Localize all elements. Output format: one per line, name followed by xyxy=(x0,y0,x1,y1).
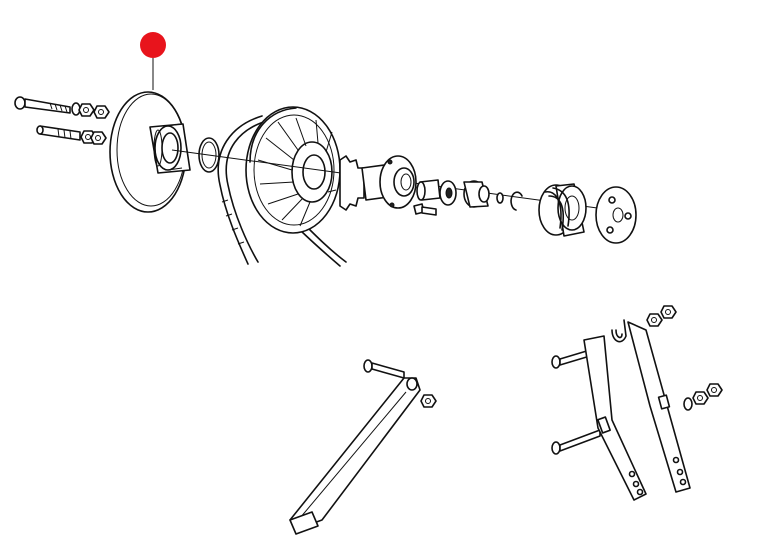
pulley-half-disc[interactable] xyxy=(109,91,191,213)
nut-hex-4[interactable] xyxy=(90,131,107,145)
washer-bracket[interactable] xyxy=(683,397,693,411)
lever-arm[interactable] xyxy=(289,377,421,535)
nut-lever[interactable] xyxy=(420,394,437,408)
bracket-arm-left[interactable] xyxy=(583,335,647,501)
bearing[interactable] xyxy=(439,180,457,206)
nut-hex-1[interactable] xyxy=(78,103,95,117)
gear-shaft[interactable] xyxy=(339,155,417,211)
shaft-stud[interactable] xyxy=(36,125,81,141)
cover-disc[interactable] xyxy=(595,186,637,244)
bracket-arm-right[interactable] xyxy=(627,321,691,493)
cup-bushing[interactable] xyxy=(463,180,490,208)
circlip[interactable] xyxy=(510,191,523,211)
nut-bracket-4[interactable] xyxy=(706,383,723,397)
bolt-bracket-lower[interactable] xyxy=(551,429,601,455)
small-washer[interactable] xyxy=(496,192,504,204)
spring-clutch-drum[interactable] xyxy=(538,183,587,237)
bolt-lever[interactable] xyxy=(363,359,405,379)
bushing-sleeve[interactable] xyxy=(416,179,441,201)
callout-marker[interactable] xyxy=(140,32,166,90)
bolt-bracket-upper[interactable] xyxy=(551,349,591,369)
nut-hex-2[interactable] xyxy=(93,105,110,119)
drive-belt[interactable] xyxy=(217,115,347,267)
nut-bracket-1[interactable] xyxy=(646,313,663,327)
u-clip[interactable] xyxy=(611,319,627,343)
bolt-long[interactable] xyxy=(14,96,71,114)
nut-bracket-2[interactable] xyxy=(660,305,677,319)
small-bolt[interactable] xyxy=(413,203,437,216)
nut-bracket-3[interactable] xyxy=(692,391,709,405)
spoked-pulley-wheel[interactable] xyxy=(245,106,341,234)
